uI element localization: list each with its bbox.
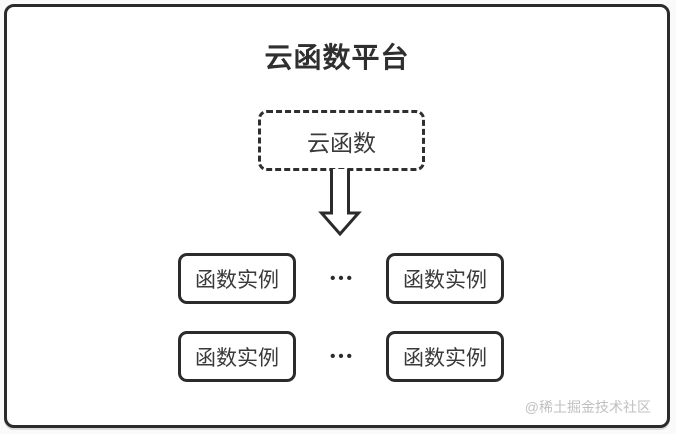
platform-boundary-box: 云函数平台 云函数 函数实例 ••• 函数实例 函数实例 ••• 函数实例 @稀…: [4, 4, 670, 428]
function-instance-box: 函数实例: [386, 253, 504, 304]
watermark: @稀土掘金技术社区: [524, 399, 651, 415]
ellipsis-row-1: •••: [330, 270, 355, 287]
function-instance-label: 函数实例: [403, 346, 487, 370]
down-arrow-icon: [318, 169, 362, 237]
function-instance-box: 函数实例: [386, 331, 504, 382]
cloud-function-label: 云函数: [307, 129, 376, 156]
cloud-function-node: 云函数: [258, 110, 425, 171]
function-instance-label: 函数实例: [195, 268, 279, 292]
function-instance-box: 函数实例: [178, 331, 296, 382]
function-instance-box: 函数实例: [178, 253, 296, 304]
function-instance-label: 函数实例: [195, 346, 279, 370]
diagram-title: 云函数平台: [264, 42, 410, 73]
function-instance-label: 函数实例: [403, 268, 487, 292]
ellipsis-row-2: •••: [330, 348, 355, 365]
